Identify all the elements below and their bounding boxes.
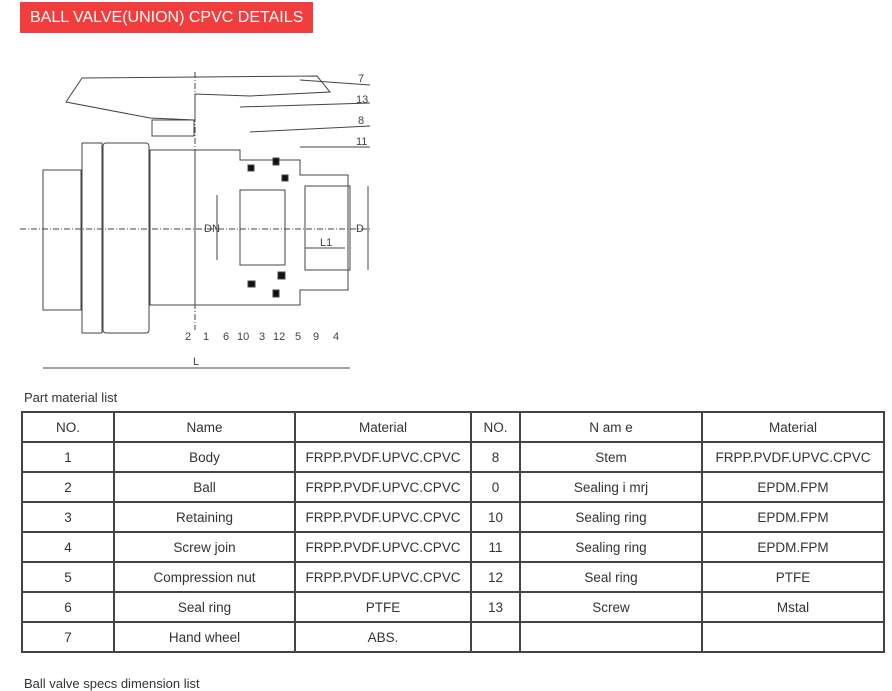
dimension-list-caption: Ball valve specs dimension list	[24, 676, 200, 691]
table-header-row: NO. Name Material NO. N am e Material	[21, 411, 885, 443]
header-cell: Material	[701, 411, 885, 443]
table-cell: Seal ring	[519, 561, 703, 593]
table-cell: EPDM.FPM	[701, 501, 885, 533]
table-cell: FRPP.PVDF.UPVC.CPVC	[294, 441, 472, 473]
table-cell: 1	[21, 441, 115, 473]
table-cell: Sealing i mrj	[519, 471, 703, 503]
table-cell: FRPP.PVDF.UPVC.CPVC	[294, 531, 472, 563]
table-cell: Sealing ring	[519, 501, 703, 533]
dimension-label: L	[193, 356, 199, 368]
table-cell: 12	[470, 561, 521, 593]
table-cell: Mstal	[701, 591, 885, 623]
table-cell: FRPP.PVDF.UPVC.CPVC	[701, 441, 885, 473]
callout-label: 6	[223, 331, 229, 343]
table-cell: 10	[470, 501, 521, 533]
table-cell: ABS.	[294, 621, 472, 653]
table-cell: Screw	[519, 591, 703, 623]
table-cell: Screw join	[113, 531, 296, 563]
callout-label: 5	[295, 331, 301, 343]
callout-label: 7	[358, 73, 364, 85]
table-cell: Ball	[113, 471, 296, 503]
table-cell: FRPP.PVDF.UPVC.CPVC	[294, 471, 472, 503]
table-cell: 2	[21, 471, 115, 503]
callout-label: 12	[273, 331, 285, 343]
callout-label: 8	[358, 115, 364, 127]
table-cell: 0	[470, 471, 521, 503]
callout-label: 11	[356, 136, 367, 148]
ball-valve-diagram: 7 13 8 11 2 1 6 10 3 12 5 9 4 DN D L1 L	[20, 72, 371, 369]
table-cell: FRPP.PVDF.UPVC.CPVC	[294, 501, 472, 533]
table-cell: FRPP.PVDF.UPVC.CPVC	[294, 561, 472, 593]
callout-label: 4	[333, 331, 339, 343]
table-cell: EPDM.FPM	[701, 471, 885, 503]
callout-label: 13	[356, 94, 368, 106]
callout-label: 10	[237, 331, 249, 343]
callout-label: 3	[259, 331, 265, 343]
table-cell: 7	[21, 621, 115, 653]
dimension-label: DN	[204, 223, 220, 235]
table-cell: PTFE	[294, 591, 472, 623]
table-cell	[519, 621, 703, 653]
table-cell: 4	[21, 531, 115, 563]
page-title: BALL VALVE(UNION) CPVC DETAILS	[20, 2, 313, 33]
callout-label: 9	[313, 331, 319, 343]
table-cell: EPDM.FPM	[701, 531, 885, 563]
header-cell: Material	[294, 411, 472, 443]
dimension-label: L1	[320, 237, 332, 249]
table-cell: Hand wheel	[113, 621, 296, 653]
table-cell: Retaining	[113, 501, 296, 533]
table-cell	[470, 621, 521, 653]
table-cell: 3	[21, 501, 115, 533]
callout-label: 1	[203, 331, 209, 343]
table-cell: 11	[470, 531, 521, 563]
table-cell: Body	[113, 441, 296, 473]
table-cell: 5	[21, 561, 115, 593]
dimension-label: D	[356, 223, 364, 235]
table-cell: Seal ring	[113, 591, 296, 623]
table-cell: 13	[470, 591, 521, 623]
header-cell: N am e	[519, 411, 703, 443]
header-cell: NO.	[21, 411, 115, 443]
table-cell	[701, 621, 885, 653]
table-cell: 6	[21, 591, 115, 623]
table-cell: 8	[470, 441, 521, 473]
table-cell: Compression nut	[113, 561, 296, 593]
header-cell: Name	[113, 411, 296, 443]
callout-label: 2	[185, 331, 191, 343]
table-cell: Sealing ring	[519, 531, 703, 563]
table-cell: Stem	[519, 441, 703, 473]
table-cell: PTFE	[701, 561, 885, 593]
part-list-caption: Part material list	[24, 390, 118, 405]
header-cell: NO.	[470, 411, 521, 443]
